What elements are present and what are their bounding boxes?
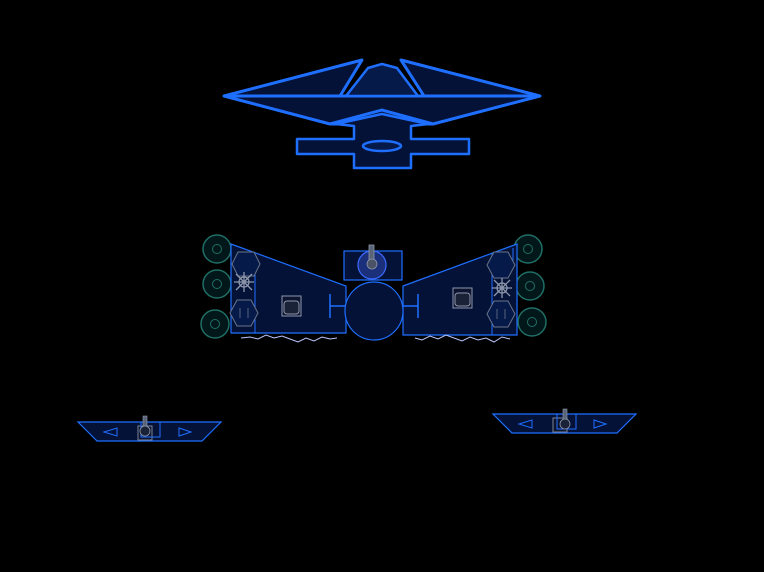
wheel (202, 269, 232, 299)
wheel (513, 234, 543, 264)
right-arrow-icon (178, 427, 193, 437)
mothership-core (361, 139, 403, 153)
mothership-chevron (329, 108, 434, 126)
wheel (517, 307, 547, 337)
left-equipment (229, 251, 302, 327)
wheel-hub (212, 244, 222, 254)
wheel-hub (523, 244, 533, 254)
left-wheels (200, 234, 232, 339)
platform-turret (137, 415, 161, 441)
wheel-hub (212, 279, 222, 289)
module-inner (454, 292, 471, 307)
mothership (222, 58, 542, 170)
wheel-hub (210, 319, 220, 329)
hex-pod (486, 251, 516, 279)
hex-pod (229, 299, 259, 327)
platform-turret (552, 408, 577, 433)
left-platform (76, 415, 223, 442)
core-sphere (344, 281, 404, 341)
wheel-hub (527, 317, 537, 327)
hex-pod (486, 300, 516, 328)
left-connector (329, 294, 346, 318)
left-wing (230, 243, 347, 334)
hex-pod (231, 251, 261, 277)
right-thruster-spark (414, 334, 511, 343)
right-arrow-icon (593, 419, 608, 429)
cannon-base (366, 258, 378, 270)
wheel (200, 309, 230, 339)
right-platform (491, 408, 638, 434)
mothership-cockpit (344, 62, 420, 98)
fan-icon (234, 272, 254, 292)
right-connector (403, 294, 419, 318)
fan-icon (492, 278, 512, 298)
player-ship (200, 234, 547, 343)
left-thruster-spark (240, 334, 338, 343)
left-arrow-icon (517, 419, 533, 429)
wheel (202, 234, 232, 264)
wheel (515, 271, 545, 301)
wheel-hub (525, 281, 535, 291)
right-equipment (452, 251, 516, 328)
module-inner (283, 300, 300, 315)
right-wheels (513, 234, 547, 337)
left-arrow-icon (102, 427, 118, 437)
